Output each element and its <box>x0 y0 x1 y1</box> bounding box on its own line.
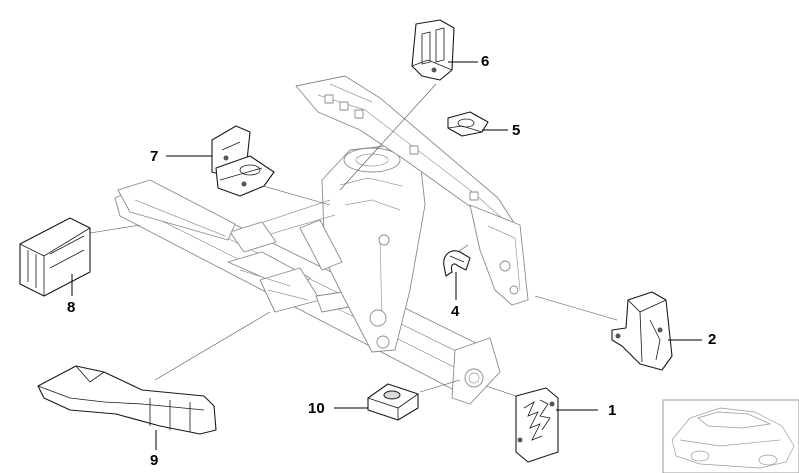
part-7-console-bracket <box>211 125 275 197</box>
callout-2: 2 <box>708 331 717 348</box>
part-2-side-bracket <box>611 291 673 371</box>
callout-leaders <box>71 61 702 450</box>
part-10-block <box>367 383 419 421</box>
car-thumbnail <box>662 399 799 473</box>
part-1-plate <box>515 387 559 463</box>
part-5-support <box>447 111 489 137</box>
callout-1: 1 <box>608 402 617 419</box>
callout-7: 7 <box>150 148 159 165</box>
callout-8: 8 <box>67 299 76 316</box>
part-8-box-member <box>19 217 91 297</box>
callout-10: 10 <box>308 400 325 417</box>
callout-9: 9 <box>150 452 159 469</box>
part-9-lower-member <box>37 365 217 435</box>
front-end-frame-assembly <box>114 75 529 405</box>
callout-6: 6 <box>481 53 490 70</box>
part-6-bracket <box>411 19 455 81</box>
callout-4: 4 <box>451 303 460 320</box>
callout-5: 5 <box>512 122 521 139</box>
part-4-clip <box>443 250 471 277</box>
